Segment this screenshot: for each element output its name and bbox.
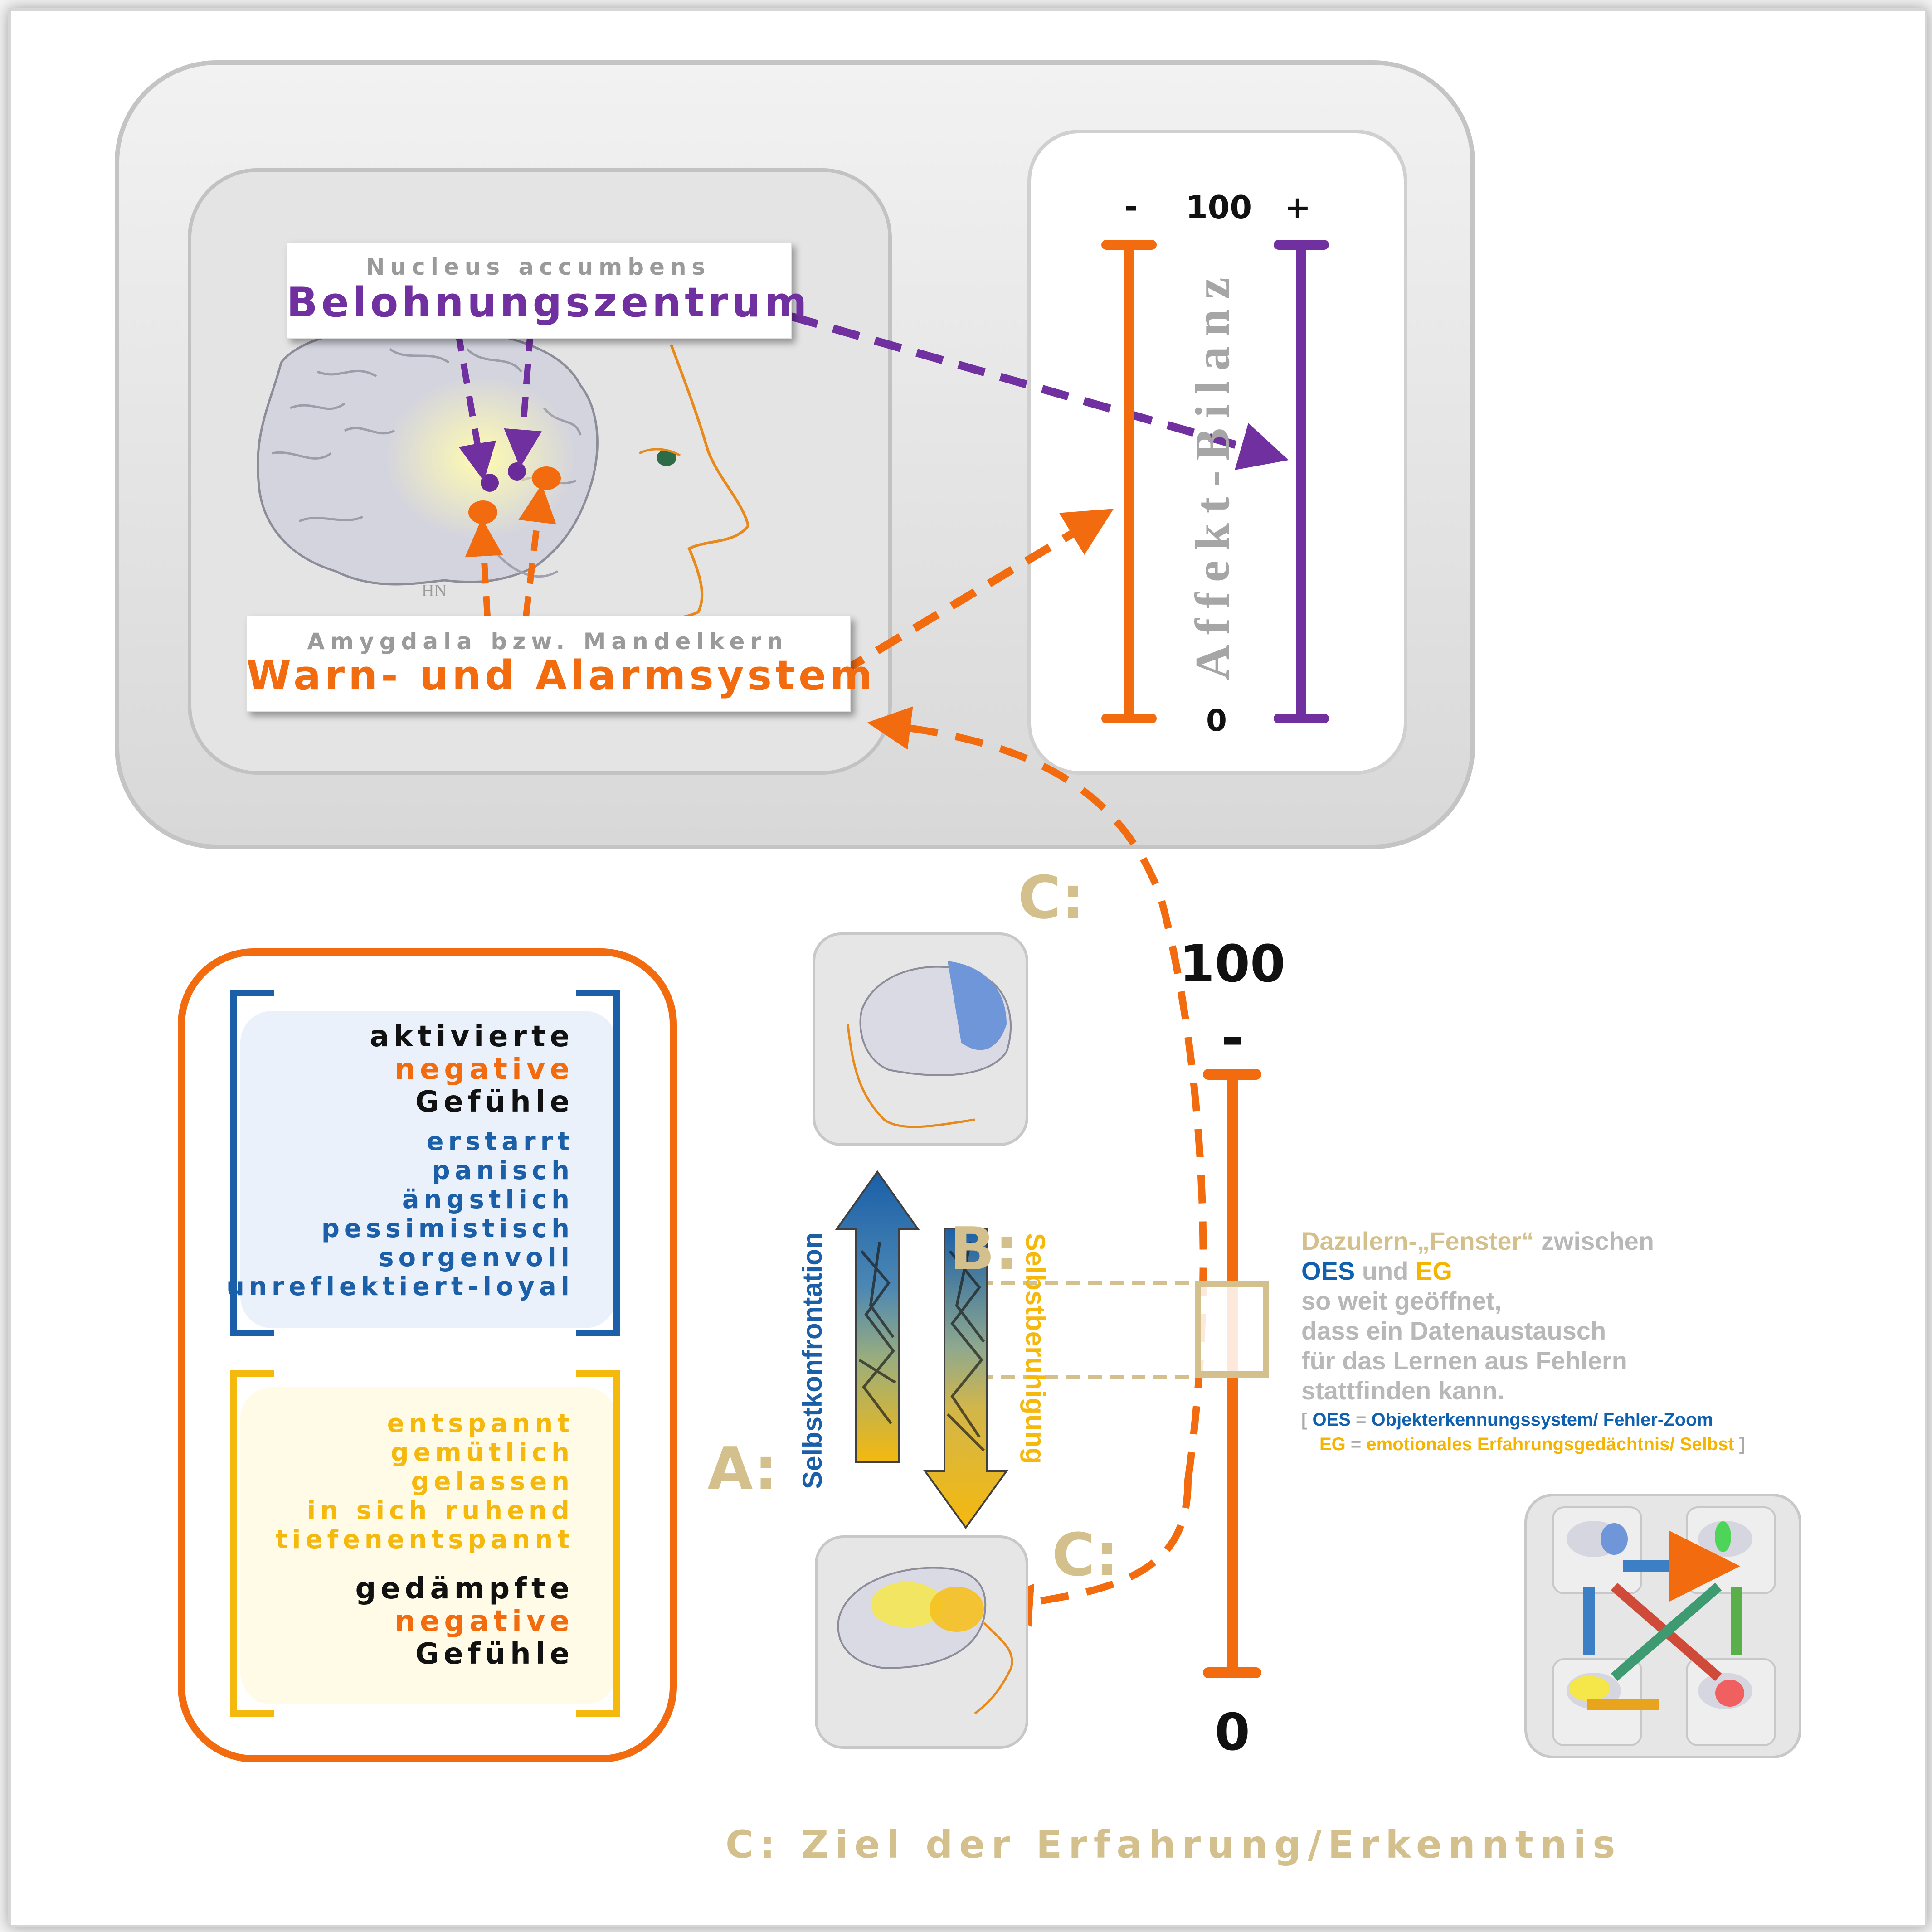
affekt-bottom-0: 0: [1206, 703, 1227, 738]
feelings-box: [178, 948, 677, 1762]
head-thumbnail-bottom: [815, 1535, 1028, 1749]
amygdala-dot-left: [468, 500, 497, 524]
calm-state-4: in sich ruhend: [307, 1496, 574, 1525]
scale-bottom-0: 0: [1215, 1703, 1250, 1762]
window-legend-2: EG = emotionales Erfahrungsgedächtnis/ S…: [1301, 1432, 1745, 1456]
affekt-minus: -: [1124, 187, 1138, 225]
window-line-3: so weit geöffnet,: [1301, 1286, 1502, 1315]
initials-hn: HN: [422, 581, 447, 600]
calm-state-5: tiefenentspannt: [275, 1525, 574, 1554]
window-und: und: [1355, 1257, 1416, 1285]
arrow-a-text: Selbstkonfrontation: [797, 1232, 827, 1489]
affekt-plus: +: [1285, 189, 1311, 226]
window-legend-1: [ OES = Objekterkennungssystem/ Fehler-Z…: [1301, 1408, 1745, 1432]
calm-line2: negative: [394, 1605, 574, 1638]
amygdala-title: Warn- und Alarmsystem: [246, 652, 876, 699]
neg-line1: aktivierte: [370, 1020, 574, 1053]
affekt-bilanz-label: Affekt-Bilanz: [1186, 267, 1240, 680]
amygdala-label-box: [246, 616, 851, 712]
window-line-5: für das Lernen aus Fehlern: [1301, 1346, 1627, 1375]
neg-line2: negative: [394, 1053, 574, 1086]
calm-state-3: gelassen: [411, 1467, 574, 1496]
legend1-text: Objekterkennungssystem/ Fehler-Zoom: [1371, 1410, 1713, 1430]
calm-line3: Gefühle: [415, 1637, 574, 1671]
window-line-2: OES und EG: [1301, 1256, 1745, 1286]
label-c-bottom: C:: [1052, 1520, 1119, 1589]
learning-window: [1195, 1281, 1269, 1378]
affekt-top-100: 100: [1186, 189, 1252, 226]
window-fenster-term: Dazulern-„Fenster“: [1301, 1227, 1534, 1255]
head-thumbnail-top: [813, 932, 1028, 1146]
arrow-b-text: Selbstberuhigung: [1020, 1233, 1051, 1464]
amygdala-dot-right: [532, 466, 561, 490]
neg-state-1: erstarrt: [426, 1127, 574, 1156]
window-text: Dazulern-„Fenster“ zwischen OES und EG s…: [1301, 1226, 1745, 1456]
legend2-close: ]: [1734, 1434, 1746, 1454]
window-zwischen: zwischen: [1534, 1227, 1654, 1255]
legend1-abbr: OES: [1312, 1410, 1351, 1430]
legend2-eq: =: [1345, 1434, 1367, 1454]
connector-arrows: [455, 312, 1289, 1627]
nucleus-dot-right: [508, 462, 526, 481]
scale-minus: -: [1221, 1006, 1244, 1069]
legend2-abbr: EG: [1319, 1434, 1346, 1454]
nucleus-dot-left: [481, 474, 499, 492]
affekt-bilanz-scale: - 100 + 0 Affekt-Bilanz: [1101, 187, 1329, 738]
arrow-up-selbstkonfrontation: [835, 1170, 920, 1463]
four-heads-thumbnail: [1524, 1494, 1801, 1758]
neg-state-6: unreflektiert-loyal: [226, 1272, 574, 1301]
window-eg: EG: [1416, 1257, 1452, 1285]
arrow-down-selbstberuhigung: [923, 1228, 1008, 1529]
neg-state-5: sorgenvoll: [379, 1243, 574, 1272]
footer-caption: C: Ziel der Erfahrung/Erkenntnis: [725, 1822, 1622, 1867]
neg-state-2: panisch: [432, 1156, 574, 1185]
calm-line1: gedämpfte: [355, 1572, 574, 1606]
affekt-panel: [1027, 130, 1407, 775]
calm-state-2: gemütlich: [390, 1438, 574, 1467]
label-c-top: C:: [1018, 863, 1085, 932]
nucleus-label-box: [287, 242, 792, 339]
calm-state-1: entspannt: [387, 1409, 574, 1438]
neg-state-3: ängstlich: [402, 1185, 574, 1214]
legend1-open: [: [1301, 1410, 1313, 1430]
nucleus-subtitle: Nucleus accumbens: [365, 254, 711, 280]
label-a: A:: [707, 1434, 778, 1503]
window-oes: OES: [1301, 1257, 1355, 1285]
label-b: B:: [950, 1214, 1018, 1283]
legend1-eq: =: [1350, 1410, 1372, 1430]
window-line-4: dass ein Datenaustausch: [1301, 1316, 1606, 1345]
window-line-6: stattfinden kann.: [1301, 1376, 1505, 1405]
scale-top-100: 100: [1179, 935, 1285, 994]
neg-state-4: pessimistisch: [321, 1214, 574, 1243]
bottom-scale: 100 - 0: [979, 935, 1285, 1762]
amygdala-subtitle: Amygdala bzw. Mandelkern: [307, 628, 788, 655]
window-line-1: Dazulern-„Fenster“ zwischen: [1301, 1226, 1745, 1256]
neg-line3: Gefühle: [415, 1085, 574, 1119]
legend2-text: emotionales Erfahrungsgedächtnis/ Selbst: [1366, 1434, 1734, 1454]
nucleus-title: Belohnungszentrum: [287, 279, 811, 326]
